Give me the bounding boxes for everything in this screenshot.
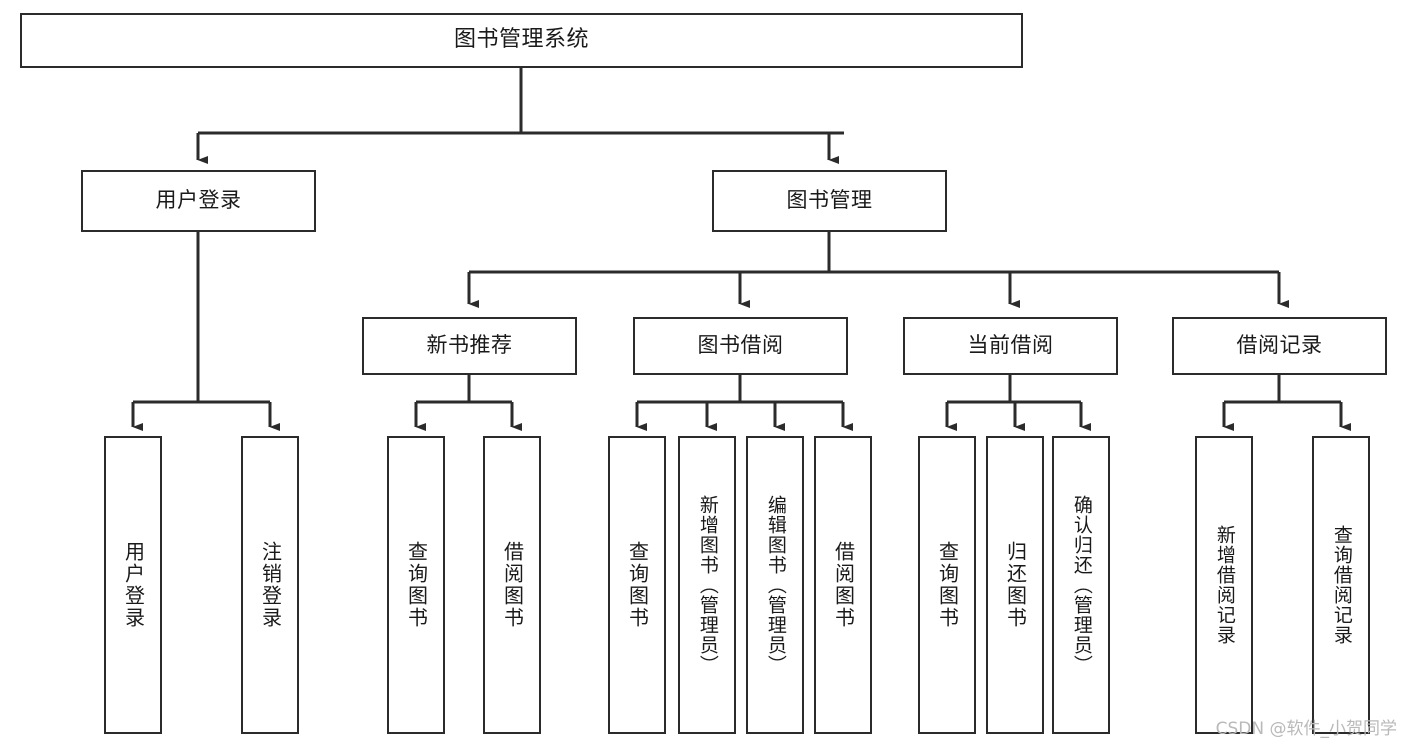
node-label: 借阅图书 [831, 541, 856, 629]
node-leaf-confirm-return-admin[interactable]: 确认归还（管理员） [1052, 436, 1110, 734]
node-label: 查询借阅记录 [1330, 525, 1353, 645]
node-label: 借阅图书 [500, 541, 525, 629]
node-label: 注销登录 [258, 541, 283, 629]
node-label: 用户登录 [121, 541, 146, 629]
node-book-borrowing[interactable]: 图书借阅 [633, 317, 848, 375]
node-label: 查询图书 [404, 541, 429, 629]
node-label: 借阅记录 [1236, 333, 1323, 358]
watermark-text: CSDN @软件_小贺同学 [1215, 719, 1397, 739]
node-label: 编辑图书（管理员） [764, 495, 787, 675]
node-borrowing-records[interactable]: 借阅记录 [1172, 317, 1387, 375]
node-leaf-user-login[interactable]: 用户登录 [104, 436, 162, 734]
node-leaf-borrow-books[interactable]: 借阅图书 [814, 436, 872, 734]
node-label: 查询图书 [935, 541, 960, 629]
node-root-book-management-system[interactable]: 图书管理系统 [20, 13, 1023, 68]
node-leaf-add-borrow-record[interactable]: 新增借阅记录 [1195, 436, 1253, 734]
node-leaf-query-books-recommend[interactable]: 查询图书 [387, 436, 445, 734]
node-leaf-logout[interactable]: 注销登录 [241, 436, 299, 734]
node-label: 当前借阅 [967, 333, 1054, 358]
node-label: 新增图书（管理员） [696, 495, 719, 675]
node-new-book-recommendation[interactable]: 新书推荐 [362, 317, 577, 375]
node-label: 新书推荐 [426, 333, 513, 358]
node-leaf-edit-book-admin[interactable]: 编辑图书（管理员） [746, 436, 804, 734]
node-leaf-return-books[interactable]: 归还图书 [986, 436, 1044, 734]
node-leaf-add-book-admin[interactable]: 新增图书（管理员） [678, 436, 736, 734]
node-leaf-query-books-borrow[interactable]: 查询图书 [608, 436, 666, 734]
node-leaf-query-borrow-record[interactable]: 查询借阅记录 [1312, 436, 1370, 734]
node-label: 图书借阅 [697, 333, 784, 358]
node-label: 新增借阅记录 [1213, 525, 1236, 645]
node-label: 用户登录 [155, 188, 242, 213]
node-user-login[interactable]: 用户登录 [81, 170, 316, 232]
node-book-management[interactable]: 图书管理 [712, 170, 947, 232]
node-label: 归还图书 [1003, 541, 1028, 629]
node-leaf-query-books-current[interactable]: 查询图书 [918, 436, 976, 734]
node-label: 查询图书 [625, 541, 650, 629]
node-label: 确认归还（管理员） [1070, 495, 1093, 675]
node-current-borrowing[interactable]: 当前借阅 [903, 317, 1118, 375]
node-label: 图书管理系统 [453, 27, 589, 53]
node-label: 图书管理 [786, 188, 873, 213]
node-leaf-borrow-books-recommend[interactable]: 借阅图书 [483, 436, 541, 734]
